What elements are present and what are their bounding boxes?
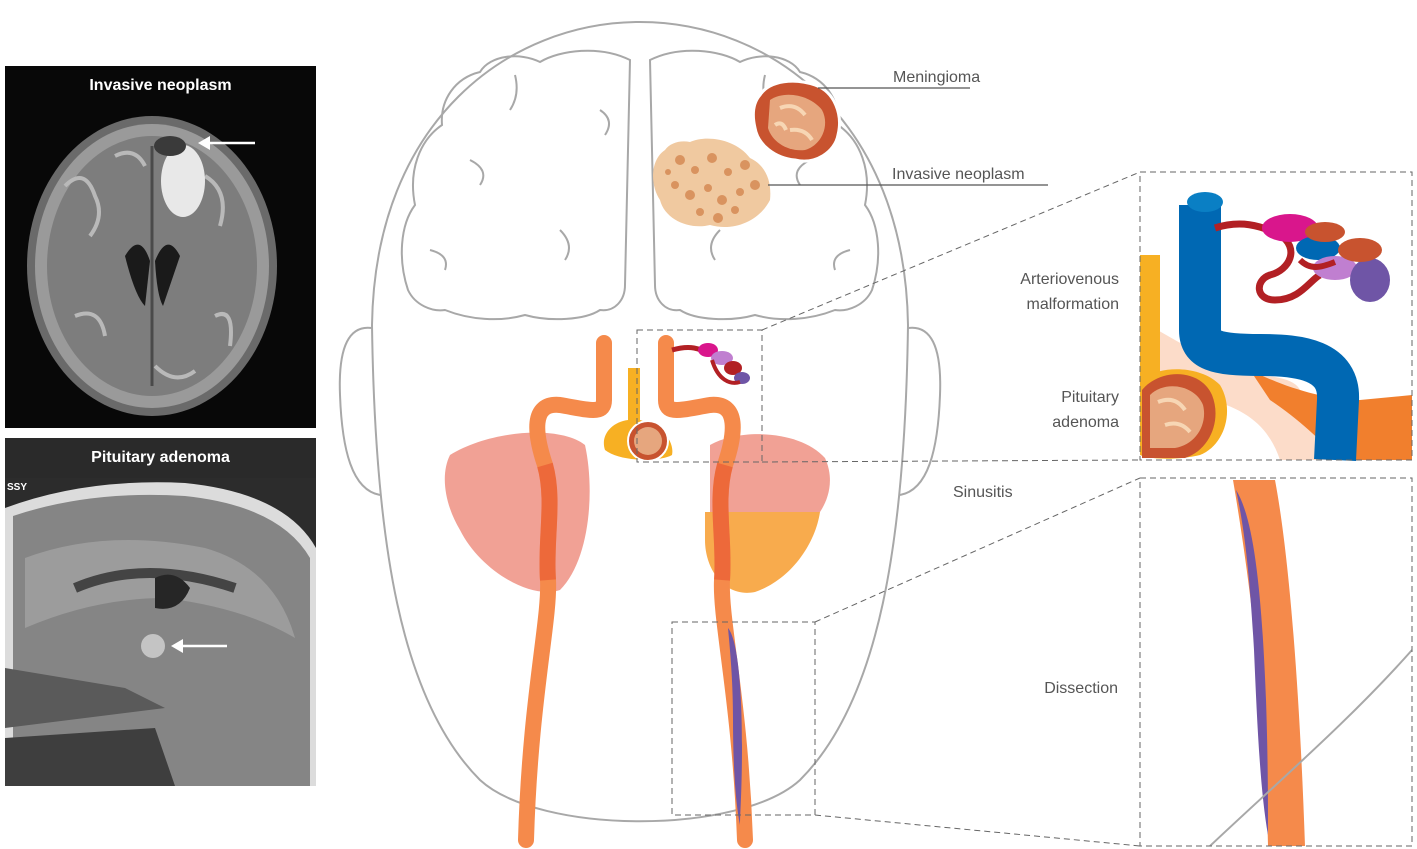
right-carotid-artery [666, 343, 745, 840]
dissection-zoom-inset [1210, 480, 1412, 846]
label-avm-line2: malformation [1027, 296, 1119, 313]
avm-zoom-inset [1140, 172, 1412, 460]
label-pituitary-line1: Pituitary [1061, 389, 1119, 406]
pituitary-stalk-zoom [1140, 255, 1160, 385]
label-pituitary-line2: adenoma [1052, 414, 1119, 431]
label-sinusitis: Sinusitis [953, 484, 1013, 501]
label-invasive-neoplasm: Invasive neoplasm [892, 166, 1025, 183]
avm-small [672, 343, 750, 384]
left-carotid-artery [526, 343, 604, 840]
left-sinus [445, 433, 590, 592]
label-meningioma: Meningioma [893, 69, 980, 86]
label-avm-line1: Arteriovenous [1020, 271, 1119, 288]
label-dissection: Dissection [1044, 680, 1118, 697]
